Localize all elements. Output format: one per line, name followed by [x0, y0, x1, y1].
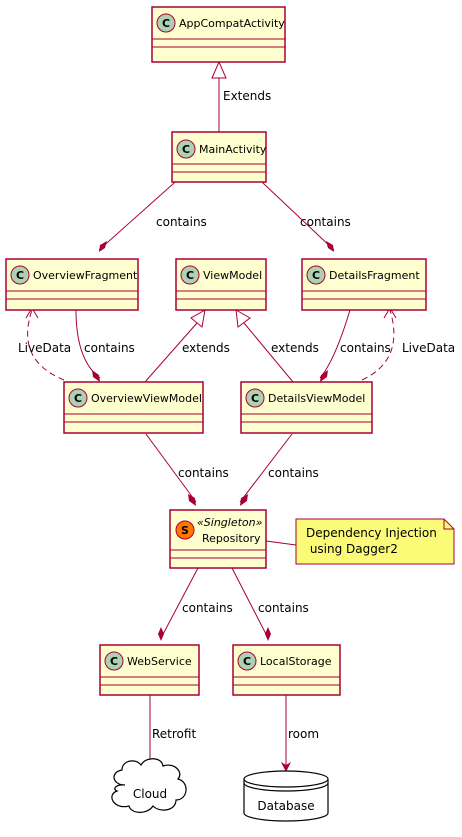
class-overviewviewmodel[interactable]: C OverviewViewModel: [63, 381, 204, 434]
class-c-icon: [156, 13, 176, 33]
label-overview-livedata: LiveData: [18, 341, 71, 355]
label-main-overview: contains: [156, 215, 207, 229]
class-glyph: C: [243, 655, 251, 668]
edge-overview-livedata: [27, 309, 65, 381]
label-local-db: room: [288, 727, 319, 741]
label-repo-local: contains: [258, 601, 309, 615]
label-main-details: contains: [300, 215, 351, 229]
composition-diamond: [158, 627, 164, 641]
cloud-label: Cloud: [133, 787, 167, 801]
class-glyph: C: [74, 392, 82, 405]
class-glyph: C: [16, 269, 24, 282]
label-extends-main: Extends: [223, 89, 271, 103]
class-glyph: S: [181, 524, 189, 537]
class-c-icon: [10, 265, 30, 285]
label-details-livedata: LiveData: [402, 341, 455, 355]
class-localstorage[interactable]: C LocalStorage: [232, 644, 341, 696]
label-details-contains: contains: [340, 341, 391, 355]
database-ring: [243, 782, 329, 792]
note-connector: [265, 540, 297, 546]
edge-dvm-repo: [239, 433, 293, 503]
arrowhead: [281, 762, 291, 772]
class-overviewfragment[interactable]: C OverviewFragment: [5, 258, 139, 311]
edge-repo-local: [231, 567, 269, 639]
label-dvm-repo: contains: [268, 466, 319, 480]
composition-diamond: [326, 241, 334, 252]
class-c-icon: [68, 388, 88, 408]
class-name: DetailsFragment: [329, 269, 420, 282]
inheritance-triangle: [190, 309, 206, 328]
class-c-icon: [180, 265, 200, 285]
class-name: OverviewViewModel: [91, 392, 202, 405]
label-web-cloud: Retrofit: [152, 727, 196, 741]
database-node[interactable]: Database: [243, 770, 329, 822]
class-name: Repository: [202, 532, 261, 545]
class-name: LocalStorage: [260, 655, 332, 668]
edge-decorations: [25, 60, 397, 772]
label-ovm-extends: extends: [182, 341, 230, 355]
class-glyph: C: [186, 269, 194, 282]
database-label: Database: [257, 799, 314, 813]
class-glyph: C: [162, 17, 170, 30]
class-glyph: C: [251, 392, 259, 405]
cloud-node[interactable]: Cloud: [111, 758, 187, 813]
class-mainactivity[interactable]: C MainActivity: [171, 131, 267, 183]
class-c-icon: [306, 265, 326, 285]
class-viewmodel[interactable]: C ViewModel: [175, 258, 267, 311]
label-overview-contains: contains: [84, 341, 135, 355]
edge-repo-web: [160, 567, 199, 639]
label-repo-web: contains: [182, 601, 233, 615]
note-line-1: Dependency Injection: [306, 526, 437, 540]
edge-ovm-repo: [145, 433, 197, 503]
note-line-2: using Dagger2: [306, 542, 398, 556]
edge-dvm-extends: [243, 322, 294, 383]
class-c-icon: [176, 139, 196, 159]
inheritance-triangle: [211, 60, 227, 79]
composition-diamond: [188, 494, 196, 506]
database-top: [243, 770, 329, 788]
class-detailsfragment[interactable]: C DetailsFragment: [301, 258, 427, 311]
class-stereotype: «Singleton»: [197, 516, 263, 529]
label-dvm-extends: extends: [271, 341, 319, 355]
class-name: MainActivity: [199, 143, 267, 156]
class-name: WebService: [127, 655, 192, 668]
edge-labels: Extends contains contains LiveData conta…: [18, 89, 455, 741]
class-webservice[interactable]: C WebService: [99, 644, 200, 696]
class-name: OverviewFragment: [33, 269, 138, 282]
composition-diamond: [240, 494, 248, 506]
class-repository[interactable]: S «Singleton» Repository: [169, 509, 267, 569]
class-appcompatactivity[interactable]: C AppCompatActivity: [151, 6, 286, 63]
composition-diamond: [265, 627, 271, 641]
class-c-icon: [237, 651, 257, 671]
class-c-icon: [104, 651, 124, 671]
class-name: ViewModel: [203, 269, 262, 282]
class-c-icon: [245, 388, 265, 408]
class-glyph: C: [182, 143, 190, 156]
note-dependency-injection: Dependency Injection using Dagger2: [295, 518, 455, 565]
composition-diamond: [320, 370, 328, 382]
class-detailsviewmodel[interactable]: C DetailsViewModel: [240, 381, 373, 434]
inheritance-triangle: [235, 309, 251, 328]
class-glyph: C: [312, 269, 320, 282]
class-name: DetailsViewModel: [268, 392, 365, 405]
singleton-s-icon: [175, 520, 195, 540]
cloud-shape: [111, 758, 187, 813]
label-ovm-repo: contains: [178, 466, 229, 480]
class-name: AppCompatActivity: [179, 17, 285, 30]
composition-diamond: [92, 370, 100, 382]
edge-details-livedata: [361, 309, 395, 381]
composition-diamond: [99, 241, 107, 252]
edge-ovm-extends: [144, 322, 198, 383]
class-glyph: C: [110, 655, 118, 668]
